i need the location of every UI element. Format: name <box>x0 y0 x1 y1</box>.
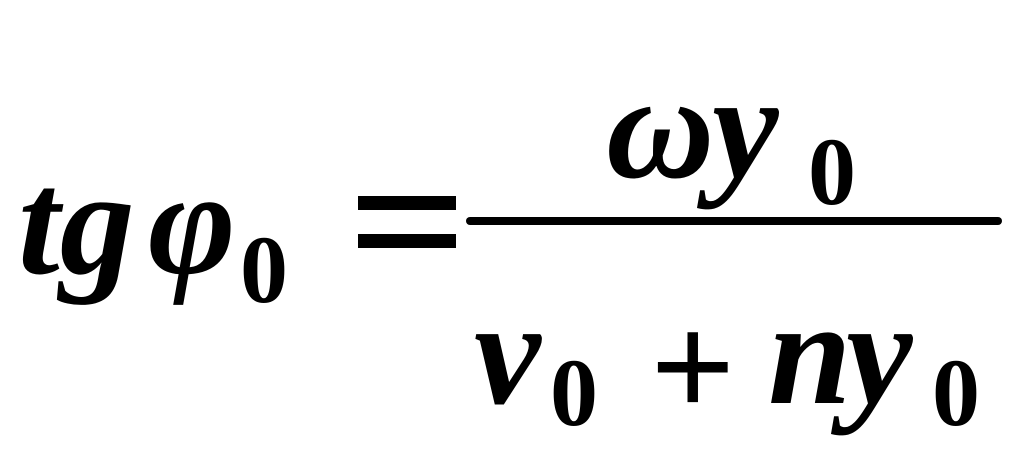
denominator-n: n <box>768 270 852 436</box>
denominator-y: y <box>846 270 913 436</box>
equals-sign-bottom-bar <box>358 234 456 248</box>
numerator-y: y <box>712 44 779 210</box>
denominator-y-subscript: 0 <box>932 339 980 446</box>
equals-sign-top-bar <box>358 196 456 210</box>
lhs-function: tg <box>18 140 135 306</box>
denominator-v-subscript: 0 <box>550 339 598 446</box>
denominator-plus: + <box>650 284 736 450</box>
denominator-v: v <box>474 270 541 436</box>
lhs-symbol: φ <box>148 140 236 306</box>
lhs-subscript: 0 <box>240 216 288 323</box>
numerator-subscript: 0 <box>808 118 856 225</box>
numerator-omega: ω <box>606 44 715 210</box>
fraction-bar <box>466 217 1002 225</box>
